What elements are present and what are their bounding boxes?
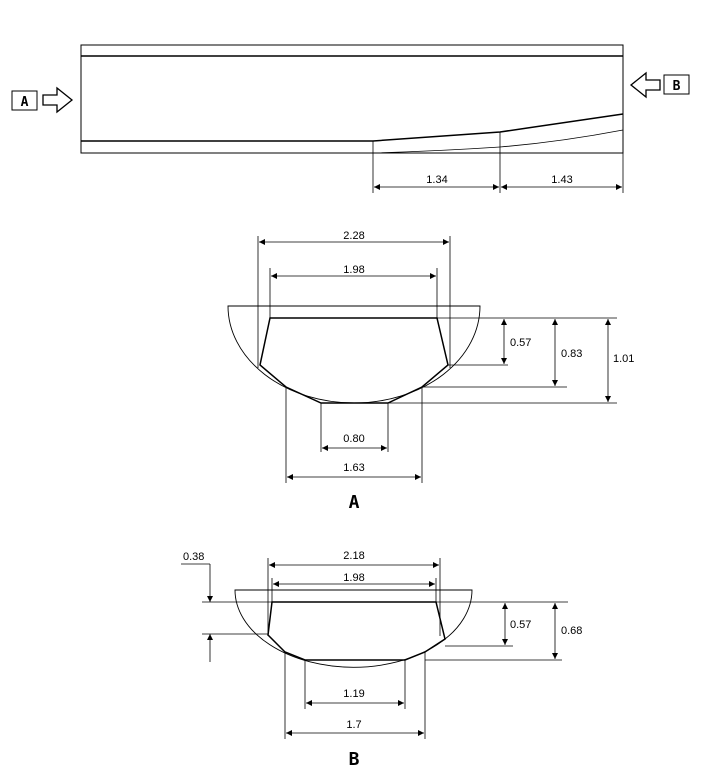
dim-b-top-width: 1.98 bbox=[343, 572, 364, 584]
label-b: B bbox=[673, 79, 681, 94]
section-b-title: B bbox=[349, 749, 360, 770]
top-view-outline bbox=[80, 44, 624, 154]
dim-a-outer-width: 2.28 bbox=[343, 230, 364, 242]
dim-a-bottom-width: 0.80 bbox=[343, 433, 364, 445]
dim-b-outer-width: 2.18 bbox=[343, 550, 364, 562]
dim-b-depth-1: 0.57 bbox=[510, 619, 531, 631]
dim-seg1: 1.34 bbox=[426, 174, 447, 186]
dim-seg2: 1.43 bbox=[551, 174, 572, 186]
top-view bbox=[11, 44, 690, 193]
dim-a-top-width: 1.98 bbox=[343, 264, 364, 276]
section-b-arc bbox=[234, 589, 473, 668]
section-a-title: A bbox=[349, 492, 360, 513]
section-b-profile bbox=[267, 601, 446, 661]
view-arrow-a-icon bbox=[42, 86, 74, 114]
dim-b-depth-2: 0.68 bbox=[561, 625, 582, 637]
dim-b-mid-width: 1.7 bbox=[346, 719, 361, 731]
tapered-edge-line bbox=[81, 113, 624, 142]
dim-a-depth-2: 0.83 bbox=[561, 348, 582, 360]
section-a-arc bbox=[227, 305, 481, 404]
dim-a-mid-width: 1.63 bbox=[343, 462, 364, 474]
dim-a-depth-3: 1.01 bbox=[613, 353, 634, 365]
dim-b-bottom-width: 1.19 bbox=[343, 688, 364, 700]
dim-a-depth-1: 0.57 bbox=[510, 337, 531, 349]
section-a-profile bbox=[259, 317, 449, 404]
dim-b-offset: 0.38 bbox=[183, 551, 204, 563]
lower-curve-line bbox=[372, 129, 624, 154]
section-b bbox=[181, 558, 568, 739]
label-a-box bbox=[11, 90, 38, 111]
section-a bbox=[227, 236, 617, 483]
label-b-box bbox=[663, 74, 690, 95]
view-arrow-b-icon bbox=[629, 71, 661, 99]
label-a: A bbox=[21, 95, 29, 110]
